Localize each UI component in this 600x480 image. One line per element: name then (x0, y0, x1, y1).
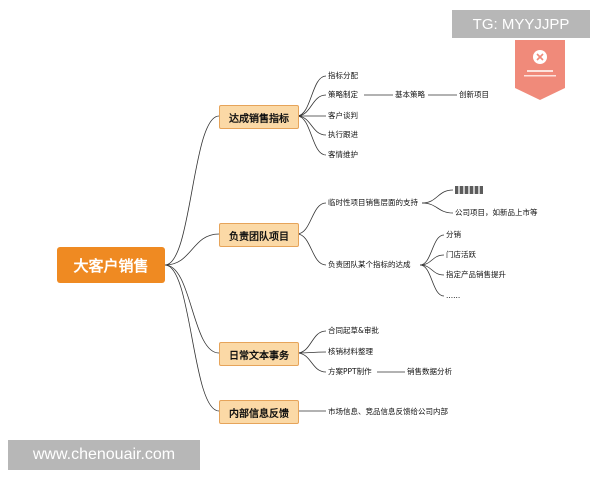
cat0-link-3 (296, 115, 327, 136)
leaf-target-allocation: 指标分配 (328, 71, 358, 80)
category-team-project: 负责团队项目 (219, 223, 299, 247)
leaf-contract: 合同起草&审批 (328, 326, 379, 335)
logo-badge-icon (515, 40, 565, 100)
team-link-0 (419, 234, 445, 266)
support-link-1 (421, 202, 454, 214)
category-internal-feedback: 内部信息反馈 (219, 400, 299, 424)
cat2-link-0 (296, 330, 327, 354)
leaf-innovation-project: 创新项目 (459, 90, 489, 99)
category-sales-target: 达成销售指标 (219, 105, 299, 129)
root-link-2 (164, 264, 220, 354)
leaf-basic-strategy: 基本策略 (395, 90, 425, 99)
leaf-product-sales: 指定产品销售提升 (446, 270, 506, 279)
team-link-3 (419, 264, 445, 297)
blurred-text (455, 186, 483, 194)
root-node: 大客户销售 (57, 247, 165, 283)
cat1-link-0 (296, 202, 327, 235)
cat2-link-2 (296, 352, 327, 373)
cat0-link-0 (296, 75, 327, 117)
leaf-store-active: 门店活跃 (446, 250, 476, 259)
root-link-3 (164, 264, 220, 412)
leaf-company-project: 公司项目，如新品上市等 (455, 208, 538, 217)
cat1-link-1 (296, 233, 327, 266)
leaf-market-info: 市场信息、竞品信息反馈给公司内部 (328, 407, 448, 416)
leaf-distribution: 分销 (446, 230, 461, 239)
cat0-link-1 (296, 94, 327, 117)
leaf-ppt: 方案PPT制作 (328, 367, 372, 376)
leaf-relationship: 客情维护 (328, 150, 358, 159)
root-link-1 (164, 233, 220, 266)
root-link-0 (164, 115, 220, 266)
watermark-top: TG: MYYJJPP (452, 10, 590, 38)
leaf-write-off: 核销材料整理 (328, 347, 373, 356)
leaf-team-target: 负责团队某个指标的达成 (328, 260, 411, 269)
leaf-strategy: 策略制定 (328, 90, 358, 99)
team-link-1 (419, 254, 445, 266)
category-daily-docs: 日常文本事务 (219, 342, 299, 366)
leaf-negotiation: 客户谈判 (328, 111, 358, 120)
watermark-bottom: www.chenouair.com (8, 440, 200, 470)
leaf-sales-analysis: 销售数据分析 (407, 367, 452, 376)
cat0-link-4 (296, 115, 327, 156)
leaf-ellipsis: ...... (446, 291, 461, 300)
leaf-follow-up: 执行跟进 (328, 130, 358, 139)
leaf-temp-support: 临时性项目销售层面的支持 (328, 198, 418, 207)
support-link-0 (421, 189, 454, 204)
